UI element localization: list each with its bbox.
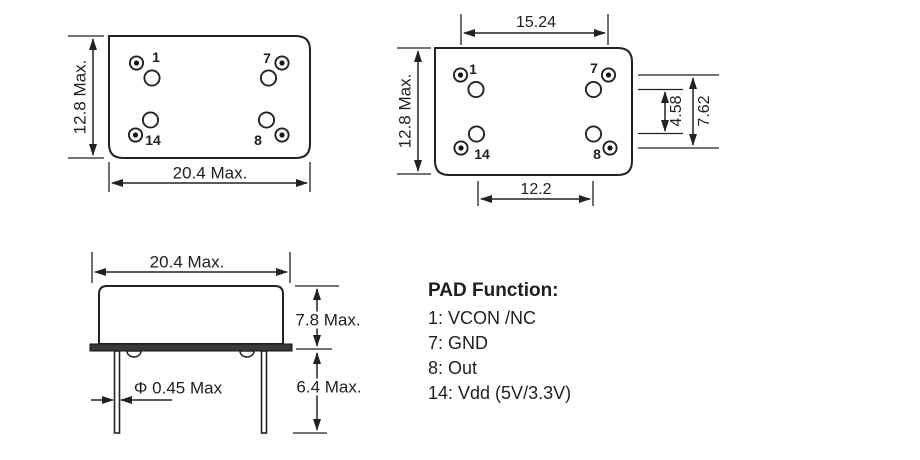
package-outline (434, 47, 633, 176)
top-view-b (397, 14, 719, 206)
base-plate (89, 343, 293, 352)
side-view (89, 252, 339, 434)
pad-hole (584, 125, 603, 143)
pad-hole (143, 69, 161, 87)
dim-label-width-a: 20.4 Max. (172, 163, 248, 183)
dim-label-row-outer: 7.62 (696, 95, 713, 127)
pad-8-marker (602, 140, 618, 156)
dim-label-height-b: 12.8 Max. (395, 73, 415, 149)
package-outline (108, 35, 311, 159)
pad-label-14: 14 (145, 132, 161, 148)
pad-hole (259, 69, 278, 87)
dim-width (91, 252, 291, 283)
pad-hole (141, 111, 160, 129)
dim-row-spacing (638, 74, 719, 149)
dim-pin-span (460, 14, 609, 45)
pad-label-7: 7 (263, 50, 271, 66)
dim-label-height-a: 12.8 Max. (70, 59, 90, 135)
pad-7-marker (600, 67, 617, 83)
pad-hole (467, 80, 485, 99)
dim-height (397, 47, 431, 175)
pad-8-marker (274, 127, 290, 143)
pad-function-item-14: 14: Vdd (5V/3.3V) (428, 383, 572, 403)
pad-label-1: 1 (469, 61, 477, 77)
dim-label-row-inner: 4.58 (668, 95, 685, 127)
pad-label-8: 8 (254, 132, 262, 148)
dim-label-bottom-span: 12.2 (520, 181, 552, 198)
pad-function-item-7: 7: GND (428, 333, 489, 353)
dim-bottom-span (477, 181, 594, 206)
pad-function-item-8: 8: Out (428, 358, 478, 378)
pad-label-8: 8 (593, 146, 601, 162)
pad-7-marker (274, 55, 290, 71)
pad-function-item-1: 1: VCON /NC (428, 308, 537, 328)
dim-label-pin-span: 15.24 (515, 14, 557, 31)
pad-label-14: 14 (474, 146, 490, 162)
dim-label-width-side: 20.4 Max. (149, 252, 225, 272)
dim-height (68, 35, 104, 159)
dim-width (108, 162, 311, 192)
pad-14-marker (127, 127, 144, 143)
standoff-bump (126, 350, 142, 358)
pad-function-legend: PAD Function: 1: VCON /NC 7: GND 8: Out … (428, 280, 571, 402)
pad-hole (257, 111, 276, 129)
pad-label-1: 1 (152, 49, 160, 65)
pad-hole (584, 80, 603, 99)
dim-label-lead-diameter: Φ 0.45 Max (133, 378, 223, 398)
lead-pin (260, 350, 268, 434)
pad-14-marker (453, 140, 469, 156)
dim-label-body-height: 7.8 Max. (293, 310, 363, 330)
pad-function-heading: PAD Function: (428, 280, 559, 301)
lead-pin (113, 350, 121, 434)
dim-label-lead-length: 6.4 Max. (294, 377, 364, 397)
pad-label-7: 7 (590, 60, 598, 76)
pad-hole (467, 125, 486, 143)
pad-1-marker (452, 67, 469, 83)
body-outline (98, 285, 284, 345)
standoff-bump (239, 350, 255, 358)
top-view-a (68, 35, 311, 192)
pad-1-marker (128, 55, 145, 71)
